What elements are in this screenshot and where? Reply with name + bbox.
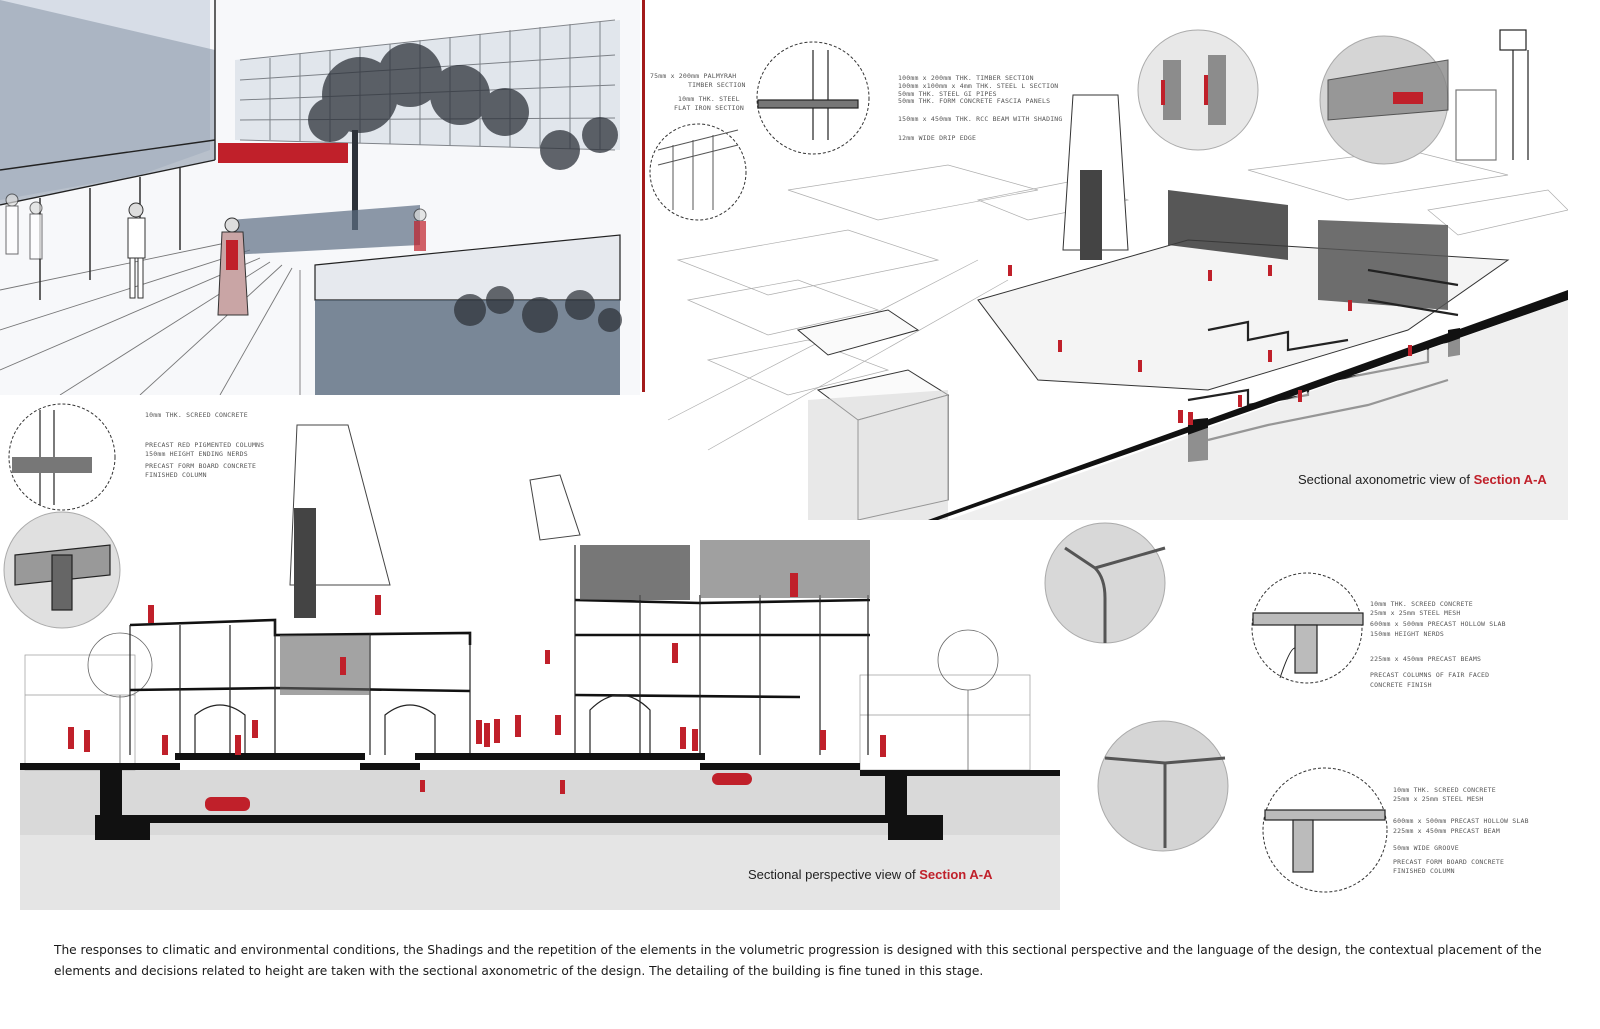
- caption-prefix: Sectional perspective view of: [748, 867, 920, 882]
- junction-details-drawing: 10mm THK. SCREED CONCRETE 25mm x 25mm ST…: [1044, 522, 1529, 893]
- detail-circle-icon: [1137, 29, 1259, 151]
- human-figure-icon: [1008, 265, 1412, 425]
- perspective-caption: Sectional perspective view of Section A-…: [748, 867, 992, 882]
- note-text: FINISHED COLUMN: [145, 471, 207, 479]
- note-text: 150mm HEIGHT ENDING NERDS: [145, 450, 248, 458]
- human-figure-icon: [68, 573, 886, 794]
- note-text: PRECAST FORM BOARD CONCRETE: [1393, 858, 1504, 866]
- axonometric-drawing: 75mm x 200mm PALMYRAH TIMBER SECTION 10m…: [649, 29, 1568, 520]
- tree-sketch-icon: [308, 43, 618, 170]
- detail-circle-icon: [649, 123, 747, 221]
- note-text: 50mm THK. STEEL GI PIPES: [898, 90, 997, 98]
- note-text: 225mm x 450mm PRECAST BEAMS: [1370, 655, 1481, 663]
- caption-section-label: Section A-A: [919, 867, 993, 882]
- human-figure-icon: [127, 202, 146, 299]
- note-text: 25mm x 25mm STEEL MESH: [1393, 795, 1484, 803]
- note-text: 10mm THK. SCREED CONCRETE: [1370, 600, 1473, 608]
- note-text: 10mm THK. SCREED CONCRETE: [145, 411, 248, 419]
- description-paragraph: The responses to climatic and environmen…: [54, 943, 1542, 978]
- note-text: CONCRETE FINISH: [1370, 681, 1432, 689]
- note-text: 100mm x100mm x 4mm THK. STEEL L SECTION: [898, 82, 1058, 90]
- axonometric-panel: 75mm x 200mm PALMYRAH TIMBER SECTION 10m…: [648, 0, 1568, 520]
- note-text: 50mm WIDE GROOVE: [1393, 844, 1459, 852]
- note-text: 10mm THK. STEEL: [678, 95, 740, 103]
- note-text: 600mm x 500mm PRECAST HOLLOW SLAB: [1393, 817, 1529, 825]
- note-text: 225mm x 450mm PRECAST BEAM: [1393, 827, 1500, 835]
- detail-circle-icon: [1262, 767, 1388, 893]
- detail-notes-top-left: 75mm x 200mm PALMYRAH TIMBER SECTION 10m…: [650, 72, 746, 112]
- note-text: TIMBER SECTION: [688, 81, 746, 89]
- note-text: 600mm x 500mm PRECAST HOLLOW SLAB: [1370, 620, 1506, 628]
- note-text: FINISHED COLUMN: [1393, 867, 1455, 875]
- note-text: 100mm x 200mm THK. TIMBER SECTION: [898, 74, 1034, 82]
- note-text: PRECAST COLUMNS OF FAIR FACED: [1370, 671, 1489, 679]
- note-text: PRECAST RED PIGMENTED COLUMNS: [145, 441, 264, 449]
- detail-notes-right-bottom: 10mm THK. SCREED CONCRETE 25mm x 25mm ST…: [1393, 786, 1529, 875]
- street-sketch-panel: [0, 0, 640, 395]
- axonometric-caption: Sectional axonometric view of Section A-…: [1298, 472, 1547, 487]
- note-text: PRECAST FORM BOARD CONCRETE: [145, 462, 256, 470]
- note-text: FLAT IRON SECTION: [674, 104, 744, 112]
- note-text: 50mm THK. FORM CONCRETE FASCIA PANELS: [898, 97, 1050, 105]
- caption-prefix: Sectional axonometric view of: [1298, 472, 1474, 487]
- note-text: 25mm x 25mm STEEL MESH: [1370, 609, 1461, 617]
- caption-section-label: Section A-A: [1473, 472, 1547, 487]
- note-text: 10mm THK. SCREED CONCRETE: [1393, 786, 1496, 794]
- detail-notes-right-mid: 10mm THK. SCREED CONCRETE 25mm x 25mm ST…: [1370, 600, 1506, 689]
- perspective-panel: 10mm THK. SCREED CONCRETE PRECAST RED PI…: [0, 395, 1060, 910]
- detail-notes-top-right: 100mm x 200mm THK. TIMBER SECTION 100mm …: [898, 74, 1063, 142]
- detail-circle-icon: [1097, 720, 1229, 852]
- street-sketch-drawing: [0, 0, 640, 395]
- junction-details-panel: 10mm THK. SCREED CONCRETE 25mm x 25mm ST…: [1025, 518, 1600, 898]
- note-text: 150mm HEIGHT NERDS: [1370, 630, 1444, 638]
- tree-sketch-icon: [87, 629, 999, 770]
- note-text: 75mm x 200mm PALMYRAH: [650, 72, 736, 80]
- divider-rule: [642, 0, 645, 392]
- perspective-drawing: 10mm THK. SCREED CONCRETE PRECAST RED PI…: [3, 403, 1060, 910]
- detail-notes-mid-left: 10mm THK. SCREED CONCRETE PRECAST RED PI…: [145, 411, 264, 479]
- red-canopy-band: [218, 143, 348, 163]
- note-text: 150mm x 450mm THK. RCC BEAM WITH SHADING: [898, 115, 1063, 123]
- note-text: 12mm WIDE DRIP EDGE: [898, 134, 976, 142]
